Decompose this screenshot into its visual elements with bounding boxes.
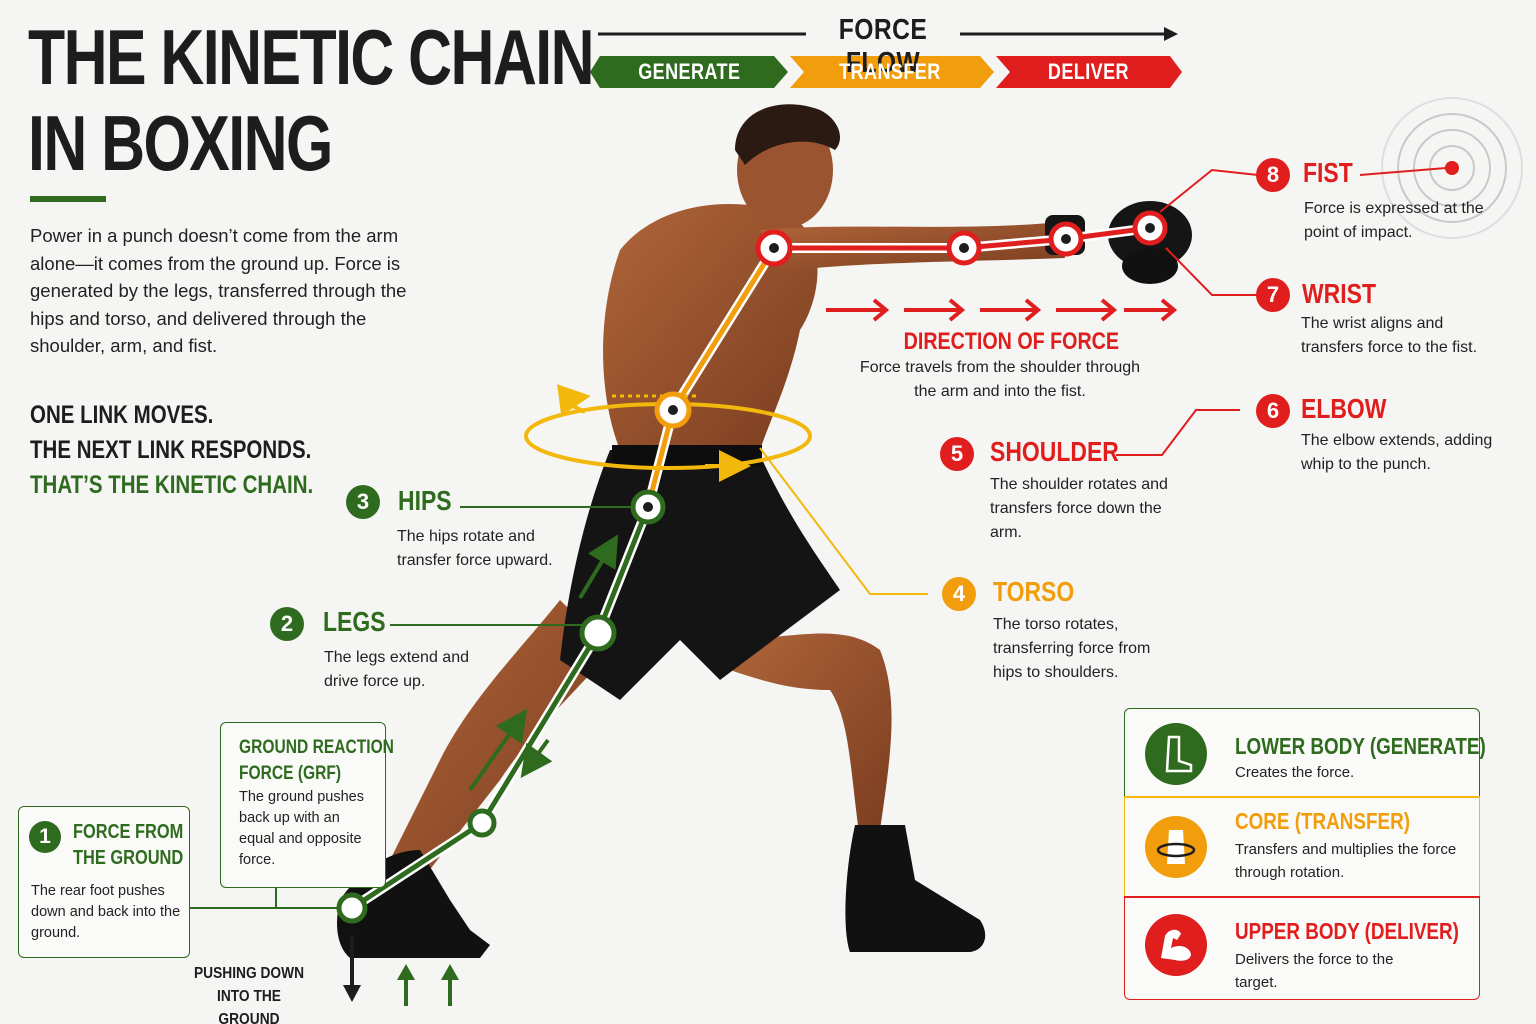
joint-knee [467, 808, 497, 838]
ground-reaction-arrows [397, 964, 459, 1006]
ground-force-box: 1 FORCE FROM THE GROUND The rear foot pu… [18, 806, 190, 958]
legend-upper-body-desc: Delivers the force to the target. [1235, 951, 1394, 991]
shoulder-title: SHOULDER [990, 436, 1119, 467]
title-divider [30, 196, 106, 202]
body-region-legend: LOWER BODY (GENERATE) Creates the force.… [1124, 708, 1486, 1000]
joint-leg [579, 614, 617, 652]
elbow-desc: The elbow extends, adding whip to the pu… [1301, 432, 1493, 473]
tagline-line-2: THE NEXT LINK RESPONDS. [30, 436, 312, 464]
pushing-down-label: PUSHING DOWN INTO THE GROUND [193, 965, 305, 1024]
wrist-title: WRIST [1302, 278, 1376, 309]
tagline: ONE LINK MOVES. THE NEXT LINK RESPONDS. … [30, 398, 391, 503]
ground-force-desc: The rear foot pushes down and back into … [31, 883, 181, 941]
legend-upper-body: UPPER BODY (DELIVER) Delivers the force … [1124, 896, 1480, 1000]
ground-force-title: FORCE FROM THE GROUND [73, 821, 184, 869]
legend-lower-body-title: LOWER BODY (GENERATE) [1235, 733, 1486, 759]
connector-ground [190, 888, 338, 909]
legend-core: CORE (TRANSFER) Transfers and multiplies… [1124, 796, 1480, 896]
leg-arrow [578, 534, 619, 600]
front-leg [720, 633, 892, 840]
hips-title: HIPS [398, 485, 452, 516]
legend-lower-body: LOWER BODY (GENERATE) Creates the force. [1124, 708, 1486, 796]
chevron-deliver [996, 56, 1182, 88]
legs-title: LEGS [323, 606, 386, 637]
joint-fist [1132, 210, 1168, 246]
badge-8: 8 [1256, 158, 1290, 192]
direction-title: DIRECTION OF FORCE [903, 328, 1120, 355]
leg-arrow [520, 738, 553, 778]
hair [735, 104, 840, 165]
torso-title: TORSO [993, 576, 1075, 607]
wrist-desc: The wrist aligns and transfers force to … [1301, 315, 1478, 356]
torso-desc: The torso rotates, transferring force fr… [993, 616, 1151, 681]
front-shoe [845, 825, 986, 952]
connector-fist-target [1359, 167, 1447, 176]
badge-4: 4 [942, 577, 976, 611]
grf-box: GROUND REACTION FORCE (GRF) The ground p… [220, 722, 394, 888]
stage-deliver: DELIVER [1047, 59, 1129, 84]
title-line-1: THE KINETIC CHAIN [28, 13, 595, 101]
badge-2: 2 [270, 607, 304, 641]
joint-shoulder [755, 229, 793, 267]
tagline-line-1: ONE LINK MOVES. [30, 401, 214, 429]
grf-desc: The ground pushes back up with an equal … [239, 789, 364, 868]
elbow-title: ELBOW [1301, 393, 1387, 424]
legs-desc: The legs extend and drive force up. [324, 649, 469, 690]
legend-core-desc: Transfers and multiplies the force throu… [1235, 841, 1457, 881]
hips-desc: The hips rotate and transfer force upwar… [397, 528, 553, 569]
badge-1: 1 [29, 821, 61, 853]
joint-torso [654, 391, 692, 429]
direction-arrows [826, 298, 1178, 322]
page-title: THE KINETIC CHAIN IN BOXING [28, 13, 595, 187]
grf-title: GROUND REACTION FORCE (GRF) [239, 737, 394, 784]
legend-core-title: CORE (TRANSFER) [1235, 808, 1410, 834]
connector-fist [1159, 168, 1259, 213]
rear-leg [380, 600, 610, 895]
flexed-arm-icon [1145, 914, 1207, 976]
title-line-2: IN BOXING [28, 99, 333, 187]
fist-desc: Force is expressed at the point of impac… [1304, 200, 1484, 241]
connector-torso [759, 447, 928, 595]
stage-transfer: TRANSFER [839, 59, 941, 84]
stage-generate: GENERATE [637, 59, 741, 84]
boot-icon [1145, 723, 1207, 785]
legend-upper-body-title: UPPER BODY (DELIVER) [1235, 918, 1459, 944]
tagline-line-3: THAT’S THE KINETIC CHAIN. [30, 471, 314, 499]
force-flow-title: FORCE FLOW [838, 14, 928, 79]
direction-desc: Force travels from the shoulder through … [859, 359, 1141, 400]
joint-elbow [946, 230, 982, 266]
fist-title: FIST [1303, 157, 1353, 188]
shoulder-desc: The shoulder rotates and transfers force… [990, 476, 1168, 541]
chevron-transfer [790, 56, 994, 88]
badge-6: 6 [1256, 394, 1290, 428]
rotation-arrow [557, 384, 591, 416]
legend-lower-body-desc: Creates the force. [1235, 764, 1355, 781]
ground-push-arrow [343, 935, 361, 1002]
connector-wrist [1165, 247, 1258, 296]
chevron-generate [590, 56, 788, 88]
badge-5: 5 [940, 437, 974, 471]
impact-target-icon [1381, 97, 1523, 239]
intro-paragraph: Power in a punch doesn’t come from the a… [30, 225, 407, 356]
connector-shoulder [1116, 409, 1240, 456]
leg-arrow [468, 708, 528, 792]
badge-7: 7 [1256, 278, 1290, 312]
joint-wrist [1048, 221, 1084, 257]
shorts [560, 450, 840, 700]
torso-rotation-icon [1145, 816, 1207, 878]
badge-3: 3 [346, 485, 380, 519]
joint-hip [630, 489, 666, 525]
joint-foot [336, 892, 368, 924]
